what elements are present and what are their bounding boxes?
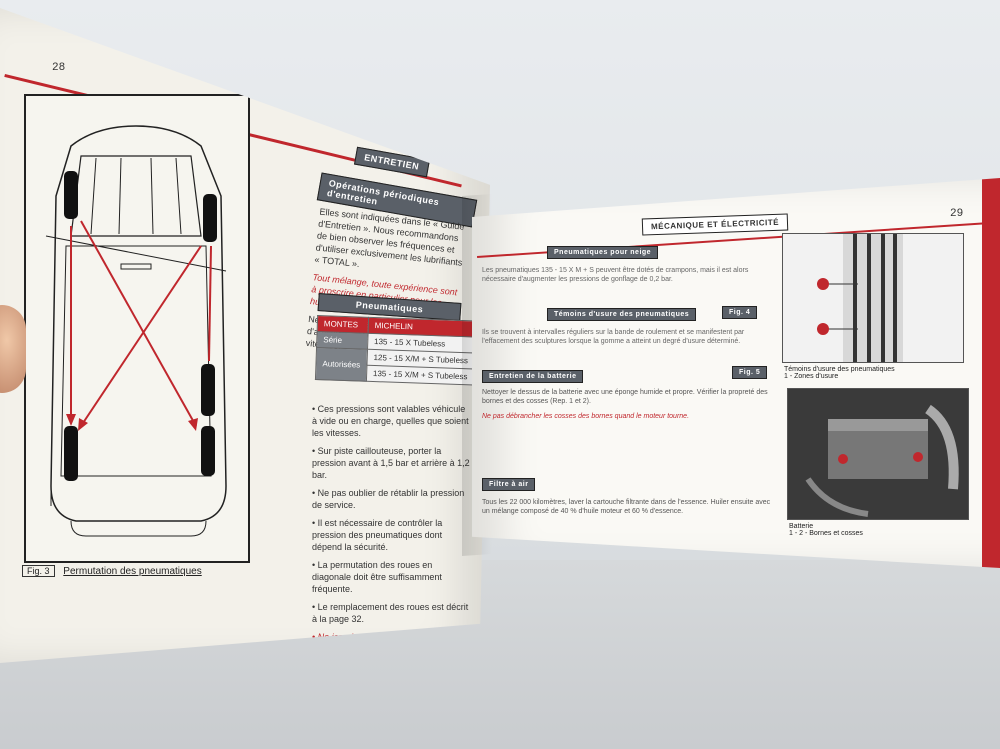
figure-3-caption-text: Permutation des pneumatiques	[63, 566, 202, 577]
fig4-tag-inline: Fig. 4	[722, 306, 758, 319]
left-page: 28	[0, 8, 490, 663]
subsection-batterie: Entretien de la batterie	[482, 370, 584, 383]
rear-left-wheel	[64, 426, 78, 481]
bullet-6: • Le remplacement des roues est décrit à…	[312, 602, 469, 624]
battery-terminal-1	[838, 454, 848, 464]
bullet-2: • Sur piste caillouteuse, porter la pres…	[312, 446, 470, 480]
fig5-tag-inline: Fig. 5	[732, 366, 768, 379]
wear-marker-1	[817, 278, 829, 290]
subsection-neige: Pneumatiques pour neige	[547, 246, 659, 259]
figure-5-battery-photo	[787, 388, 969, 520]
right-page: 29 MÉCANIQUE ET ÉLECTRICITÉ Pneumatiques…	[472, 178, 1000, 568]
table-row-serie-label: Série	[316, 331, 368, 350]
bullet-4: • Il est nécessaire de contrôler la pres…	[312, 518, 443, 552]
bullet-1: • Ces pressions sont valables véhicule à…	[312, 404, 469, 438]
figure-3-caption: Fig. 3 Permutation des pneumatiques	[22, 565, 202, 577]
right-edge-red-bar	[982, 178, 1000, 568]
thumb	[0, 305, 26, 393]
figure-3-frame	[24, 94, 250, 563]
bullet-5: • La permutation des roues en diagonale …	[312, 560, 442, 594]
subsection-temoins: Témoins d'usure des pneumatiques	[547, 308, 697, 321]
bullet-3: • Ne pas oublier de rétablir la pression…	[312, 488, 465, 510]
car-top-view-diagram	[45, 125, 227, 537]
page-number-right: 29	[950, 208, 964, 220]
filter-paragraph: Tous les 22 000 kilomètres, laver la car…	[482, 499, 771, 515]
battery-paragraph: Nettoyer le dessus de la batterie avec u…	[482, 389, 768, 420]
section-entretien: ENTRETIEN	[353, 146, 430, 178]
snow-tires-paragraph: Les pneumatiques 135 - 15 X M + S peuven…	[482, 267, 749, 283]
bullet-list: • Ces pressions sont valables véhicule à…	[312, 403, 472, 661]
battery-terminal-2	[913, 452, 923, 462]
page-number-left: 28	[52, 62, 66, 74]
rear-right-wheel	[201, 364, 215, 416]
rear-right-wheel-2	[201, 426, 215, 476]
table-head-montes: MONTES	[317, 315, 369, 334]
header-mecanique: MÉCANIQUE ET ÉLECTRICITÉ	[641, 213, 789, 236]
figure-3-tag: Fig. 3	[22, 565, 55, 577]
subsection-filtre: Filtre à air	[482, 478, 536, 491]
front-right-wheel	[203, 194, 217, 242]
table-row-autorisees-label: Autorisées	[315, 347, 368, 382]
front-left-wheel	[64, 171, 78, 219]
table-row-autorisees-value-2: 135 - 15 X/M + S Tubeless	[366, 365, 475, 386]
figure-4-tire-photo	[782, 233, 964, 363]
wear-paragraph: Ils se trouvent à intervalles réguliers …	[482, 329, 745, 345]
wear-marker-2	[817, 323, 829, 335]
